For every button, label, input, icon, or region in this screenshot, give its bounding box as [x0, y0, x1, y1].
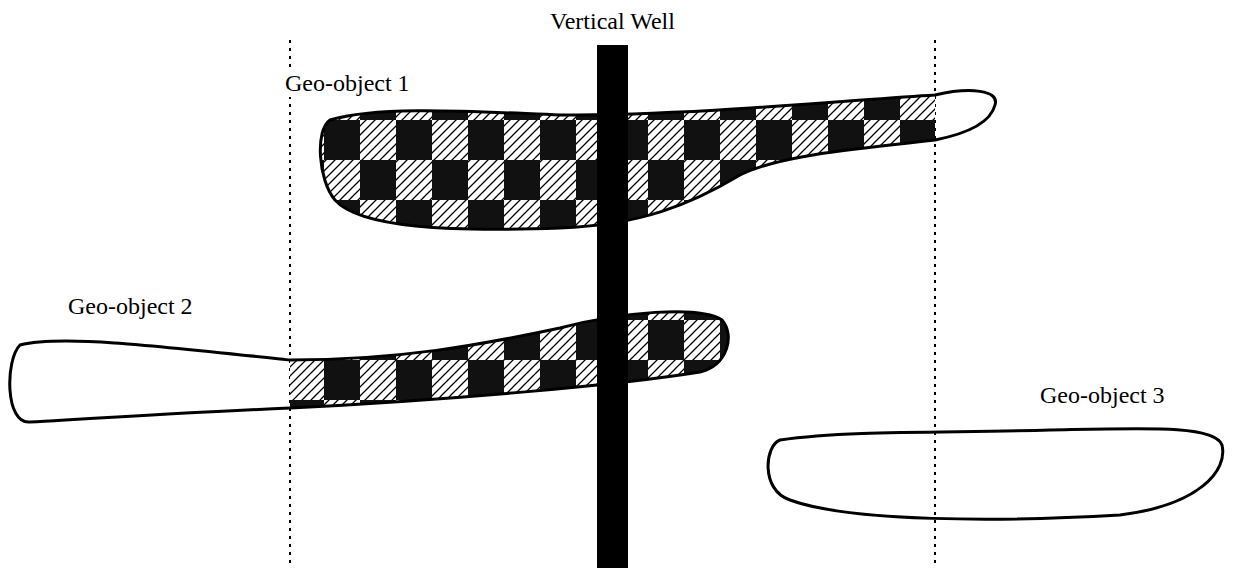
geo-object-outline	[10, 312, 729, 422]
vertical-well-shape	[512, 4, 712, 568]
geo-object-outline	[320, 91, 995, 230]
checker-fill	[290, 300, 736, 430]
well-bar	[597, 45, 628, 568]
geo-object: Geo-object 3	[756, 378, 1241, 528]
dotted-boundary	[289, 40, 291, 568]
checker-fill	[300, 80, 935, 240]
geo-object-shape	[756, 378, 1241, 528]
shape-label: Geo-object 1	[283, 70, 412, 97]
shape-label: Geo-object 3	[1038, 382, 1167, 409]
shape-label: Vertical Well	[548, 8, 677, 35]
geo-object-outline	[768, 429, 1223, 520]
vertical-well: Vertical Well	[512, 4, 712, 568]
shape-label: Geo-object 2	[66, 293, 195, 320]
geo-object: Geo-object 1	[278, 64, 1002, 240]
